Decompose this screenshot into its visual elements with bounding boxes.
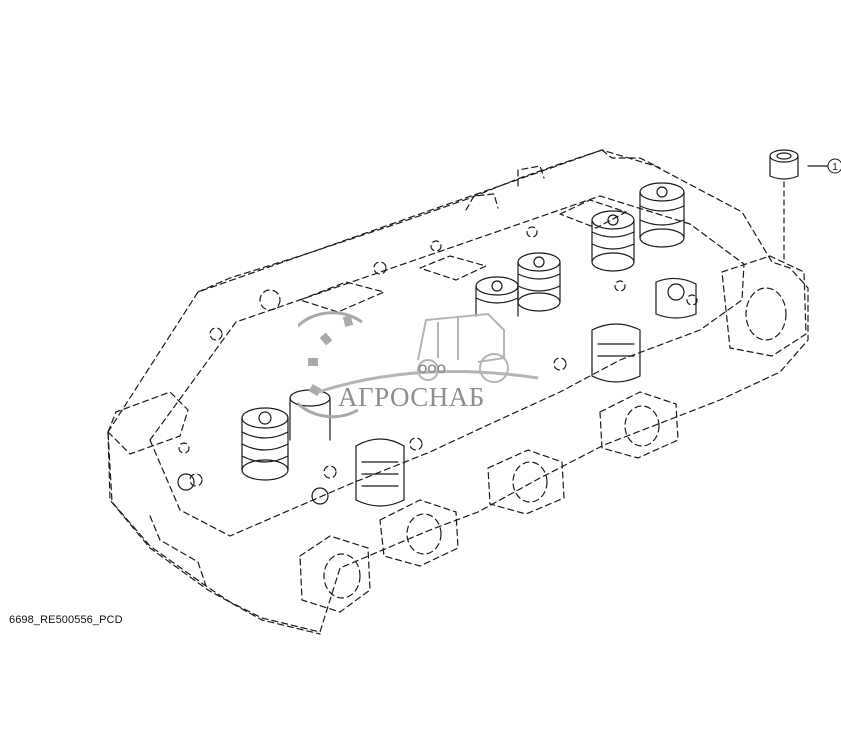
valve-springs bbox=[241, 182, 685, 481]
front-face-details bbox=[177, 277, 697, 507]
part-cap bbox=[769, 149, 831, 263]
callout-circle bbox=[827, 158, 841, 174]
cylinder-head-phantom-outline bbox=[107, 149, 809, 635]
watermark-prefix: ООО bbox=[418, 362, 447, 376]
callout-number: 1 bbox=[832, 162, 838, 173]
watermark-logo: ООО АГРОСНАБ bbox=[278, 300, 548, 430]
watermark-name: АГРОСНАБ bbox=[338, 382, 485, 412]
figure-reference-code: 6698_RE500556_PCD bbox=[9, 614, 123, 626]
